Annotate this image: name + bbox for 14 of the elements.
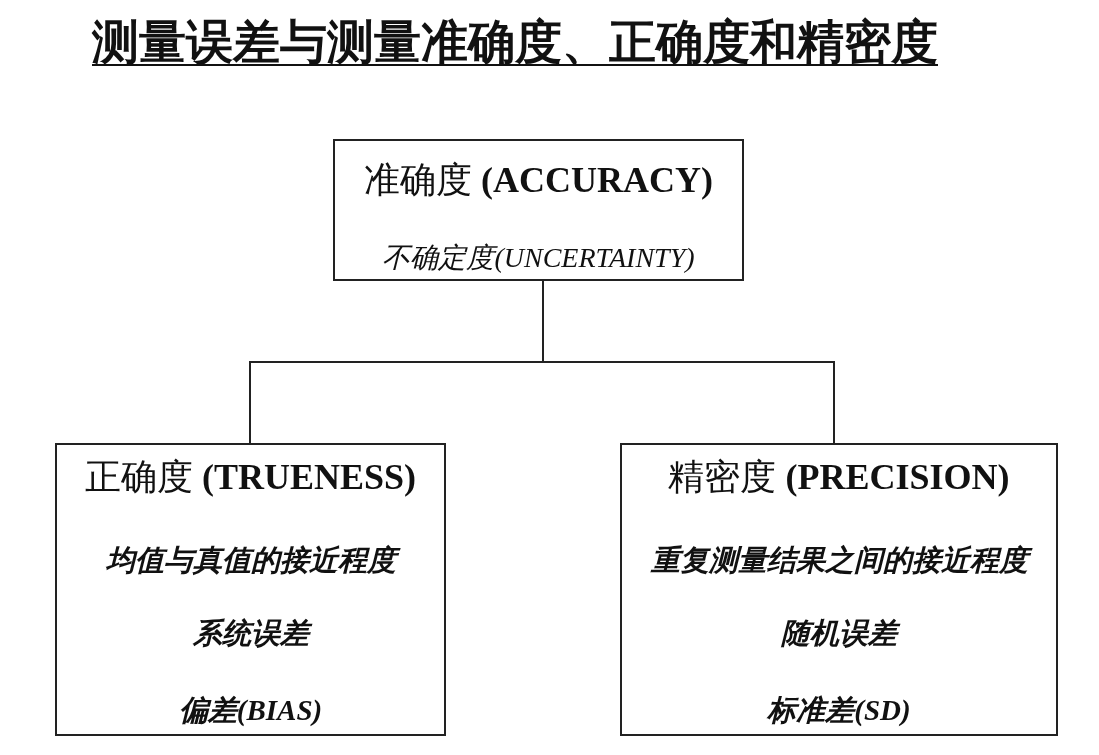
concept-box bbox=[333, 139, 744, 281]
box-heading: 准确度 (ACCURACY) bbox=[363, 158, 714, 202]
box-heading: 正确度 (TRUENESS) bbox=[83, 455, 418, 499]
title: 测量误差与测量准确度、正确度和精密度 bbox=[91, 15, 939, 70]
box-text: 偏差(BIAS) bbox=[177, 692, 324, 728]
box-heading: 精密度 (PRECISION) bbox=[667, 455, 1011, 499]
box-text: 均值与真值的接近程度 bbox=[97, 541, 404, 579]
box-text: 不确定度(UNCERTAINTY) bbox=[381, 240, 696, 275]
box-text: 系统误差 bbox=[184, 614, 317, 652]
box-text: 标准差(SD) bbox=[766, 692, 912, 728]
box-text: 重复测量结果之间的接近程度 bbox=[642, 541, 1036, 579]
concept-box bbox=[55, 443, 446, 736]
concept-box bbox=[620, 443, 1058, 736]
box-text: 随机误差 bbox=[773, 614, 905, 652]
